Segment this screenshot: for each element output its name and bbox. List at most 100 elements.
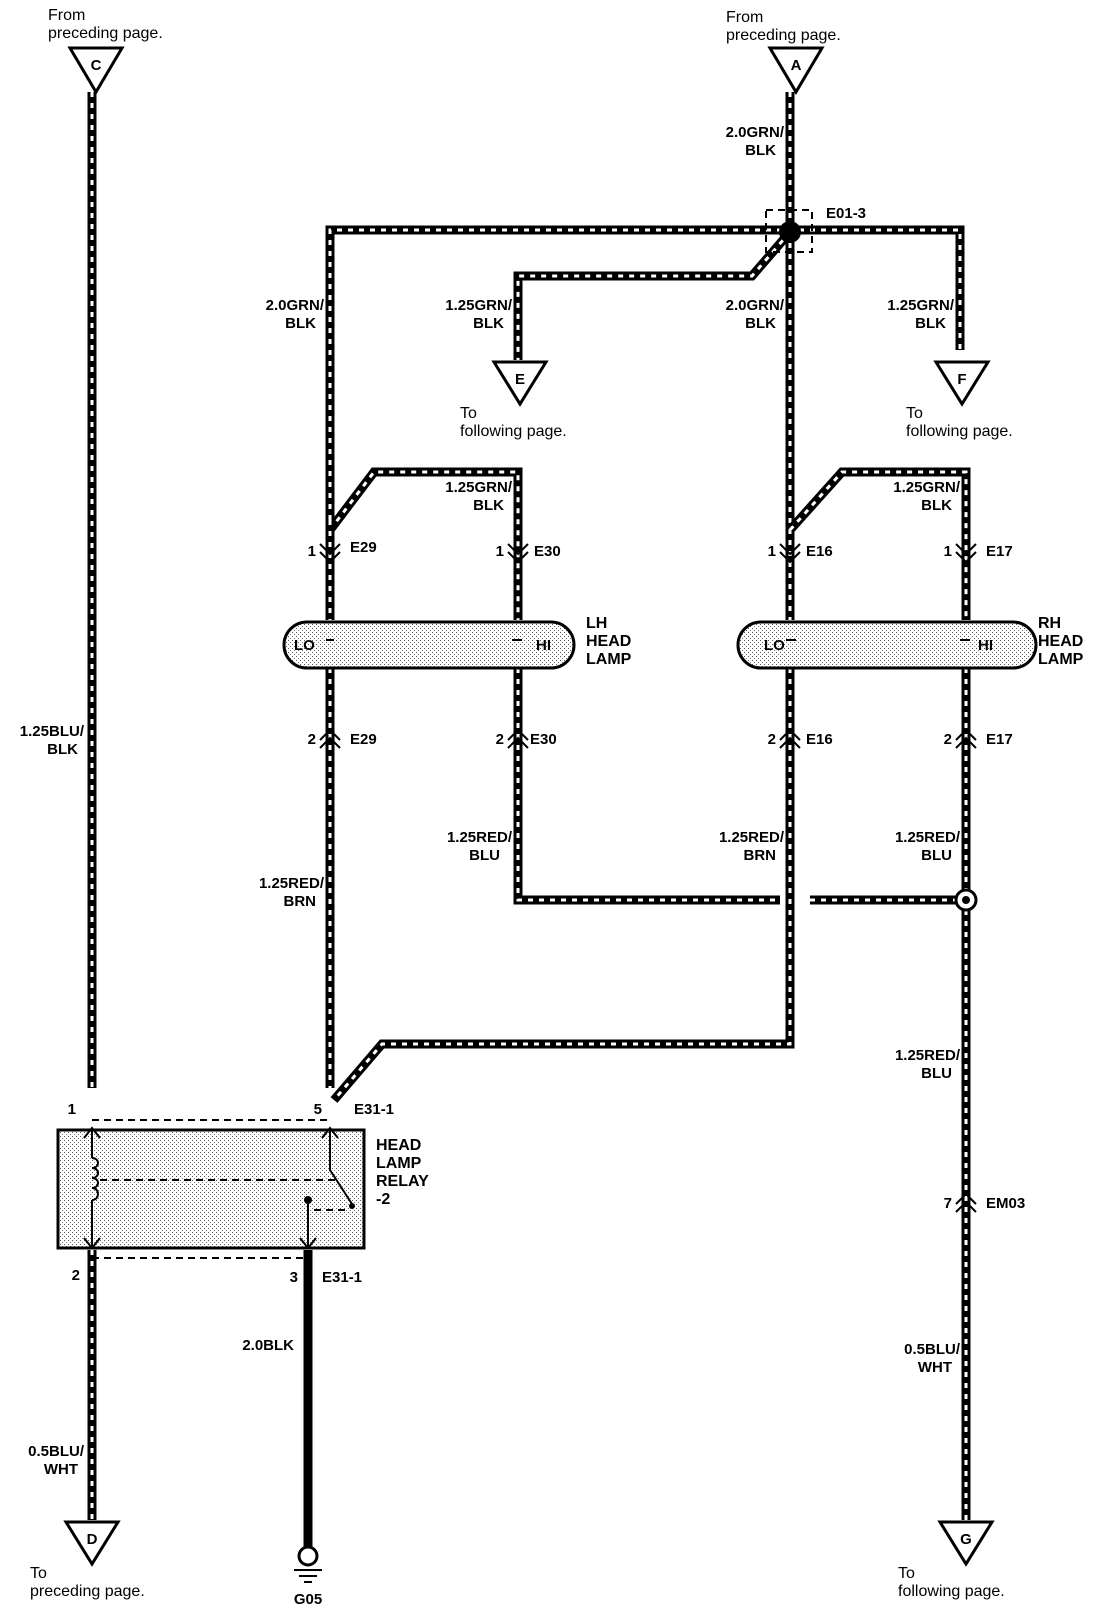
wire-lh-hi-feed [326, 467, 523, 620]
pin-number: 1 [768, 543, 776, 560]
pin-number: 2 [308, 731, 316, 748]
wire-label: 2.0GRN/ [726, 124, 785, 141]
connector-name: E29 [350, 731, 377, 748]
offpage-g-line2: following page. [898, 1583, 1005, 1600]
wire-label: 1.25GRN/ [445, 297, 513, 314]
offpage-d-line2: preceding page. [30, 1583, 145, 1600]
pin-number: 1 [944, 543, 952, 560]
wire-label: 0.5BLU/ [28, 1443, 85, 1460]
lamp-name: RH [1038, 615, 1061, 632]
wire-label: 2.0GRN/ [726, 297, 785, 314]
lamp-name: LAMP [1038, 651, 1084, 668]
wire-label: 2.0GRN/ [266, 297, 325, 314]
lamp-lo-label: LO [764, 637, 785, 654]
connector-name: E16 [806, 731, 833, 748]
pin-number: 1 [308, 543, 316, 560]
wire-label: BLK [285, 315, 316, 332]
wire-label: 1.25BLU/ [20, 723, 85, 740]
offpage-a: A From preceding page. [726, 9, 841, 95]
offpage-c-line2: preceding page. [48, 25, 163, 42]
wire-labels: 2.0GRN/ BLK 2.0GRN/ BLK 1.25GRN/ BLK 2.0… [20, 124, 961, 1478]
offpage-a-letter: A [791, 57, 802, 74]
wire-label: BLU [921, 1065, 952, 1082]
offpage-f: F To following page. [906, 360, 1013, 440]
wire-label: 1.25GRN/ [893, 479, 961, 496]
offpage-d-line1: To [30, 1565, 47, 1582]
pin-number: 7 [944, 1195, 952, 1212]
pin-number: 2 [72, 1267, 80, 1284]
wire-group [87, 92, 971, 1550]
offpage-g: G To following page. [898, 1520, 1005, 1600]
lh-head-lamp: LO HI LH HEAD LAMP [282, 615, 632, 670]
connector-name: E29 [350, 539, 377, 556]
connector-name: E16 [806, 543, 833, 560]
wire-label: 1.25RED/ [719, 829, 785, 846]
pin-number: 1 [496, 543, 504, 560]
offpage-f-letter: F [957, 371, 966, 388]
offpage-d-letter: D [87, 1531, 98, 1548]
wire-label: 1.25GRN/ [445, 479, 513, 496]
pin-number: 2 [496, 731, 504, 748]
offpage-f-line1: To [906, 405, 923, 422]
offpage-c-letter: C [91, 57, 102, 74]
wire-label: BLU [921, 847, 952, 864]
wire-label: WHT [918, 1359, 952, 1376]
wire-label: 1.25RED/ [895, 829, 961, 846]
connector-name: E30 [534, 543, 561, 560]
wire-rh-hi-feed [786, 467, 971, 620]
wire-label: BLK [921, 497, 952, 514]
lamp-name: LH [586, 615, 607, 632]
connector-name: E31-1 [354, 1101, 394, 1118]
offpage-e-line2: following page. [460, 423, 567, 440]
wire-label: BLK [473, 315, 504, 332]
wire-splice-to-e [513, 229, 794, 360]
inline-connectors [319, 543, 977, 1213]
lamp-hi-label: HI [978, 637, 993, 654]
offpage-c-line1: From [48, 7, 85, 24]
splice-node-rh [954, 888, 978, 912]
rh-head-lamp: LO HI RH HEAD LAMP [736, 615, 1084, 670]
offpage-c: C From preceding page. [48, 7, 163, 95]
lamp-name: LAMP [586, 651, 632, 668]
wire-rh-lo-return [330, 668, 795, 1103]
offpage-e-line1: To [460, 405, 477, 422]
pin-number: 2 [768, 731, 776, 748]
offpage-d: D To preceding page. [30, 1520, 145, 1600]
pin-number: 1 [68, 1101, 76, 1118]
wire-label: WHT [44, 1461, 78, 1478]
relay-name: HEAD [376, 1137, 421, 1154]
relay-name: LAMP [376, 1155, 422, 1172]
wire-label: BLK [47, 741, 78, 758]
wire-lh-hi-return [513, 668, 962, 905]
offpage-e-letter: E [515, 371, 525, 388]
wire-label: BRN [284, 893, 317, 910]
offpage-e: E To following page. [460, 360, 567, 440]
splice-e01-3: E01-3 [765, 205, 866, 253]
wire-label: 1.25RED/ [259, 875, 325, 892]
connector-name: E17 [986, 543, 1013, 560]
wire-label: 1.25RED/ [447, 829, 513, 846]
lamp-name: HEAD [1038, 633, 1083, 650]
wire-label: BRN [744, 847, 777, 864]
wire-label: BLU [469, 847, 500, 864]
wire-label: 1.25RED/ [895, 1047, 961, 1064]
pin-number: 5 [314, 1101, 322, 1118]
wire-top-bus [325, 225, 965, 520]
splice-label: E01-3 [826, 205, 866, 222]
lamp-lo-label: LO [294, 637, 315, 654]
offpage-g-letter: G [960, 1531, 972, 1548]
ground-label: G05 [294, 1591, 322, 1608]
connector-name: EM03 [986, 1195, 1025, 1212]
connector-labels: 1 E29 1 E30 1 E16 1 E17 2 E29 2 E30 2 E1… [308, 539, 1026, 1212]
pin-number: 3 [290, 1269, 298, 1286]
wire-label: 1.25GRN/ [887, 297, 955, 314]
connector-name: E17 [986, 731, 1013, 748]
offpage-a-line2: preceding page. [726, 27, 841, 44]
wire-label: BLK [915, 315, 946, 332]
offpage-g-line1: To [898, 1565, 915, 1582]
head-lamp-relay: 1 5 E31-1 2 3 E31-1 HEAD LAMP RELAY -2 [56, 1101, 429, 1286]
wire-label: BLK [473, 497, 504, 514]
ground-g05: G05 [294, 1545, 322, 1608]
